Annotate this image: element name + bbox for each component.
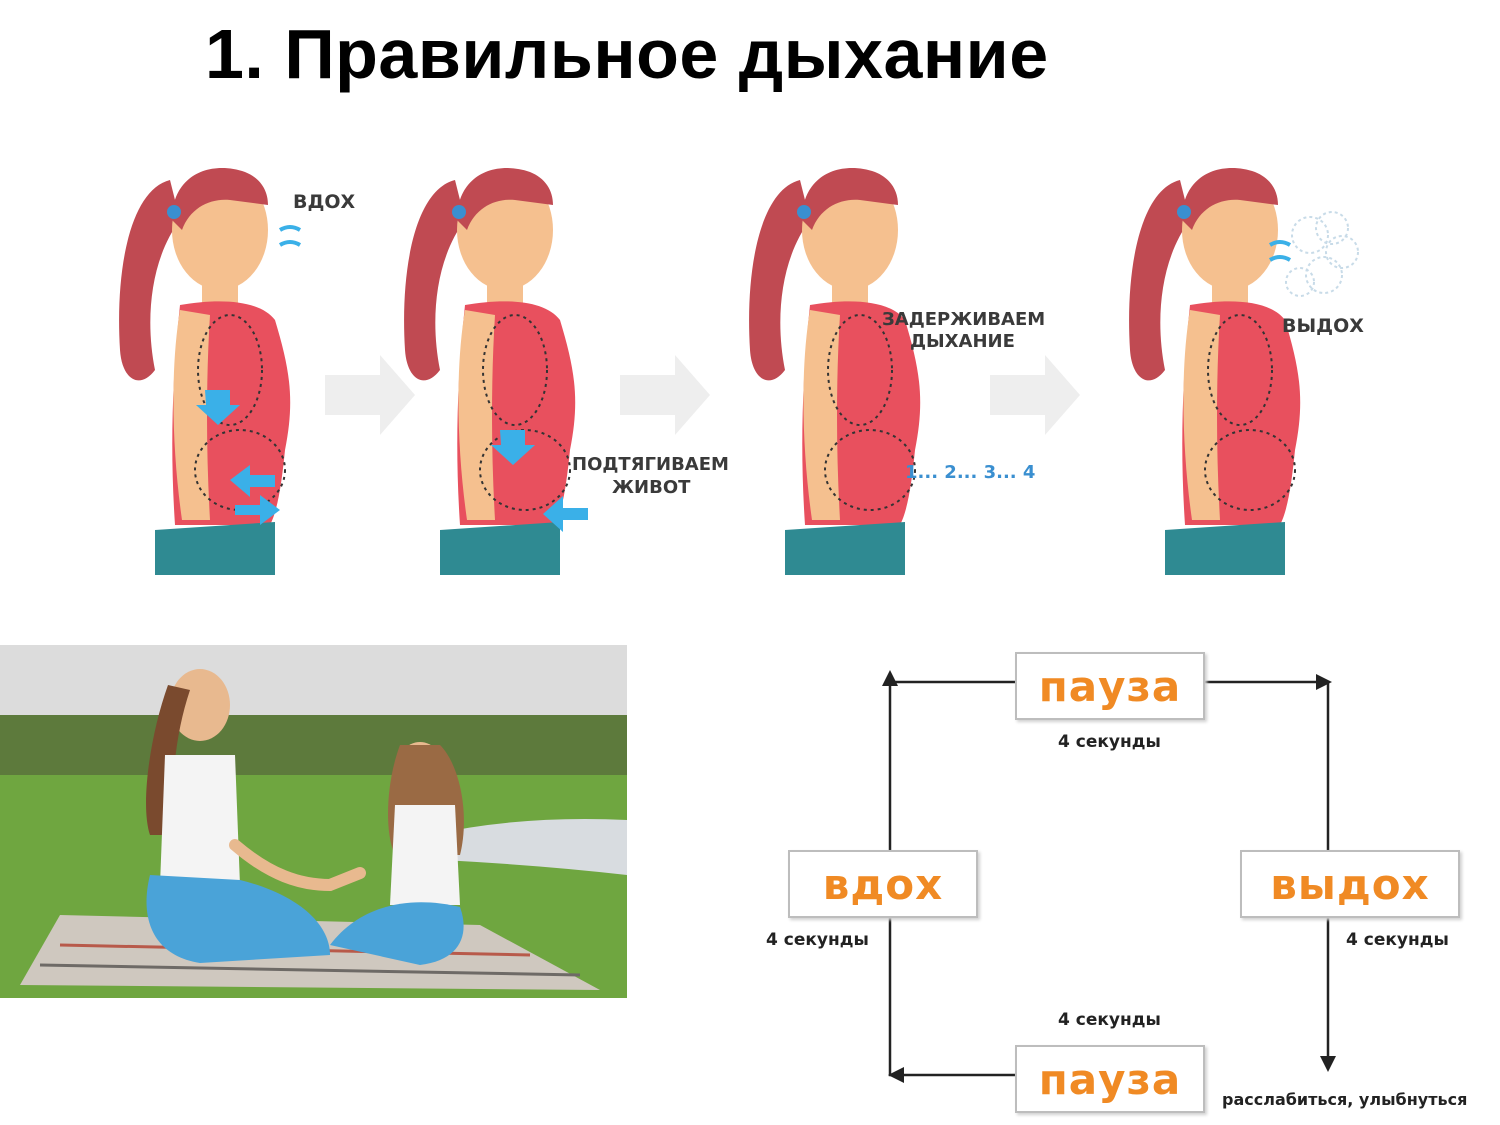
relax-smile-note: расслабиться, улыбнуться — [1222, 1090, 1468, 1109]
count-label: 1... 2... 3... 4 — [905, 462, 1035, 483]
meditation-photo — [0, 645, 627, 998]
exhale-label: ВЫДОХ — [1282, 315, 1364, 337]
exhale-box-label: выдох — [1270, 859, 1430, 909]
pull-belly-label-line1: ПОДТЯГИВАЕМ — [572, 454, 729, 475]
pause-top-box: пауза — [1015, 652, 1205, 720]
box-breathing-diagram: пауза 4 секунды вдох 4 секунды выдох 4 с… — [740, 640, 1500, 1125]
breathing-steps-illustration: ВДОХ ПОДТЯГИВАЕМ ЖИВОТ ЗАДЕРЖИВАЕМ ДЫХАН… — [110, 150, 1400, 575]
pause-bottom-duration: 4 секунды — [1058, 1010, 1161, 1030]
inhale-box-label: вдох — [822, 859, 944, 909]
exhale-box: выдох — [1240, 850, 1460, 918]
pause-top-label: пауза — [1038, 661, 1182, 711]
exhale-duration: 4 секунды — [1346, 930, 1449, 950]
pause-bottom-box: пауза — [1015, 1045, 1205, 1113]
hold-breath-label-line1: ЗАДЕРЖИВАЕМ — [882, 309, 1045, 330]
inhale-box: вдох — [788, 850, 978, 918]
hold-breath-label-line2: ДЫХАНИЕ — [910, 331, 1015, 352]
pull-belly-label-line2: ЖИВОТ — [612, 477, 691, 498]
pause-bottom-label: пауза — [1038, 1054, 1182, 1104]
pause-top-duration: 4 секунды — [1058, 732, 1161, 752]
inhale-label: ВДОХ — [293, 191, 356, 213]
page-title: 1. Правильное дыхание — [205, 15, 1049, 93]
inhale-duration: 4 секунды — [766, 930, 869, 950]
